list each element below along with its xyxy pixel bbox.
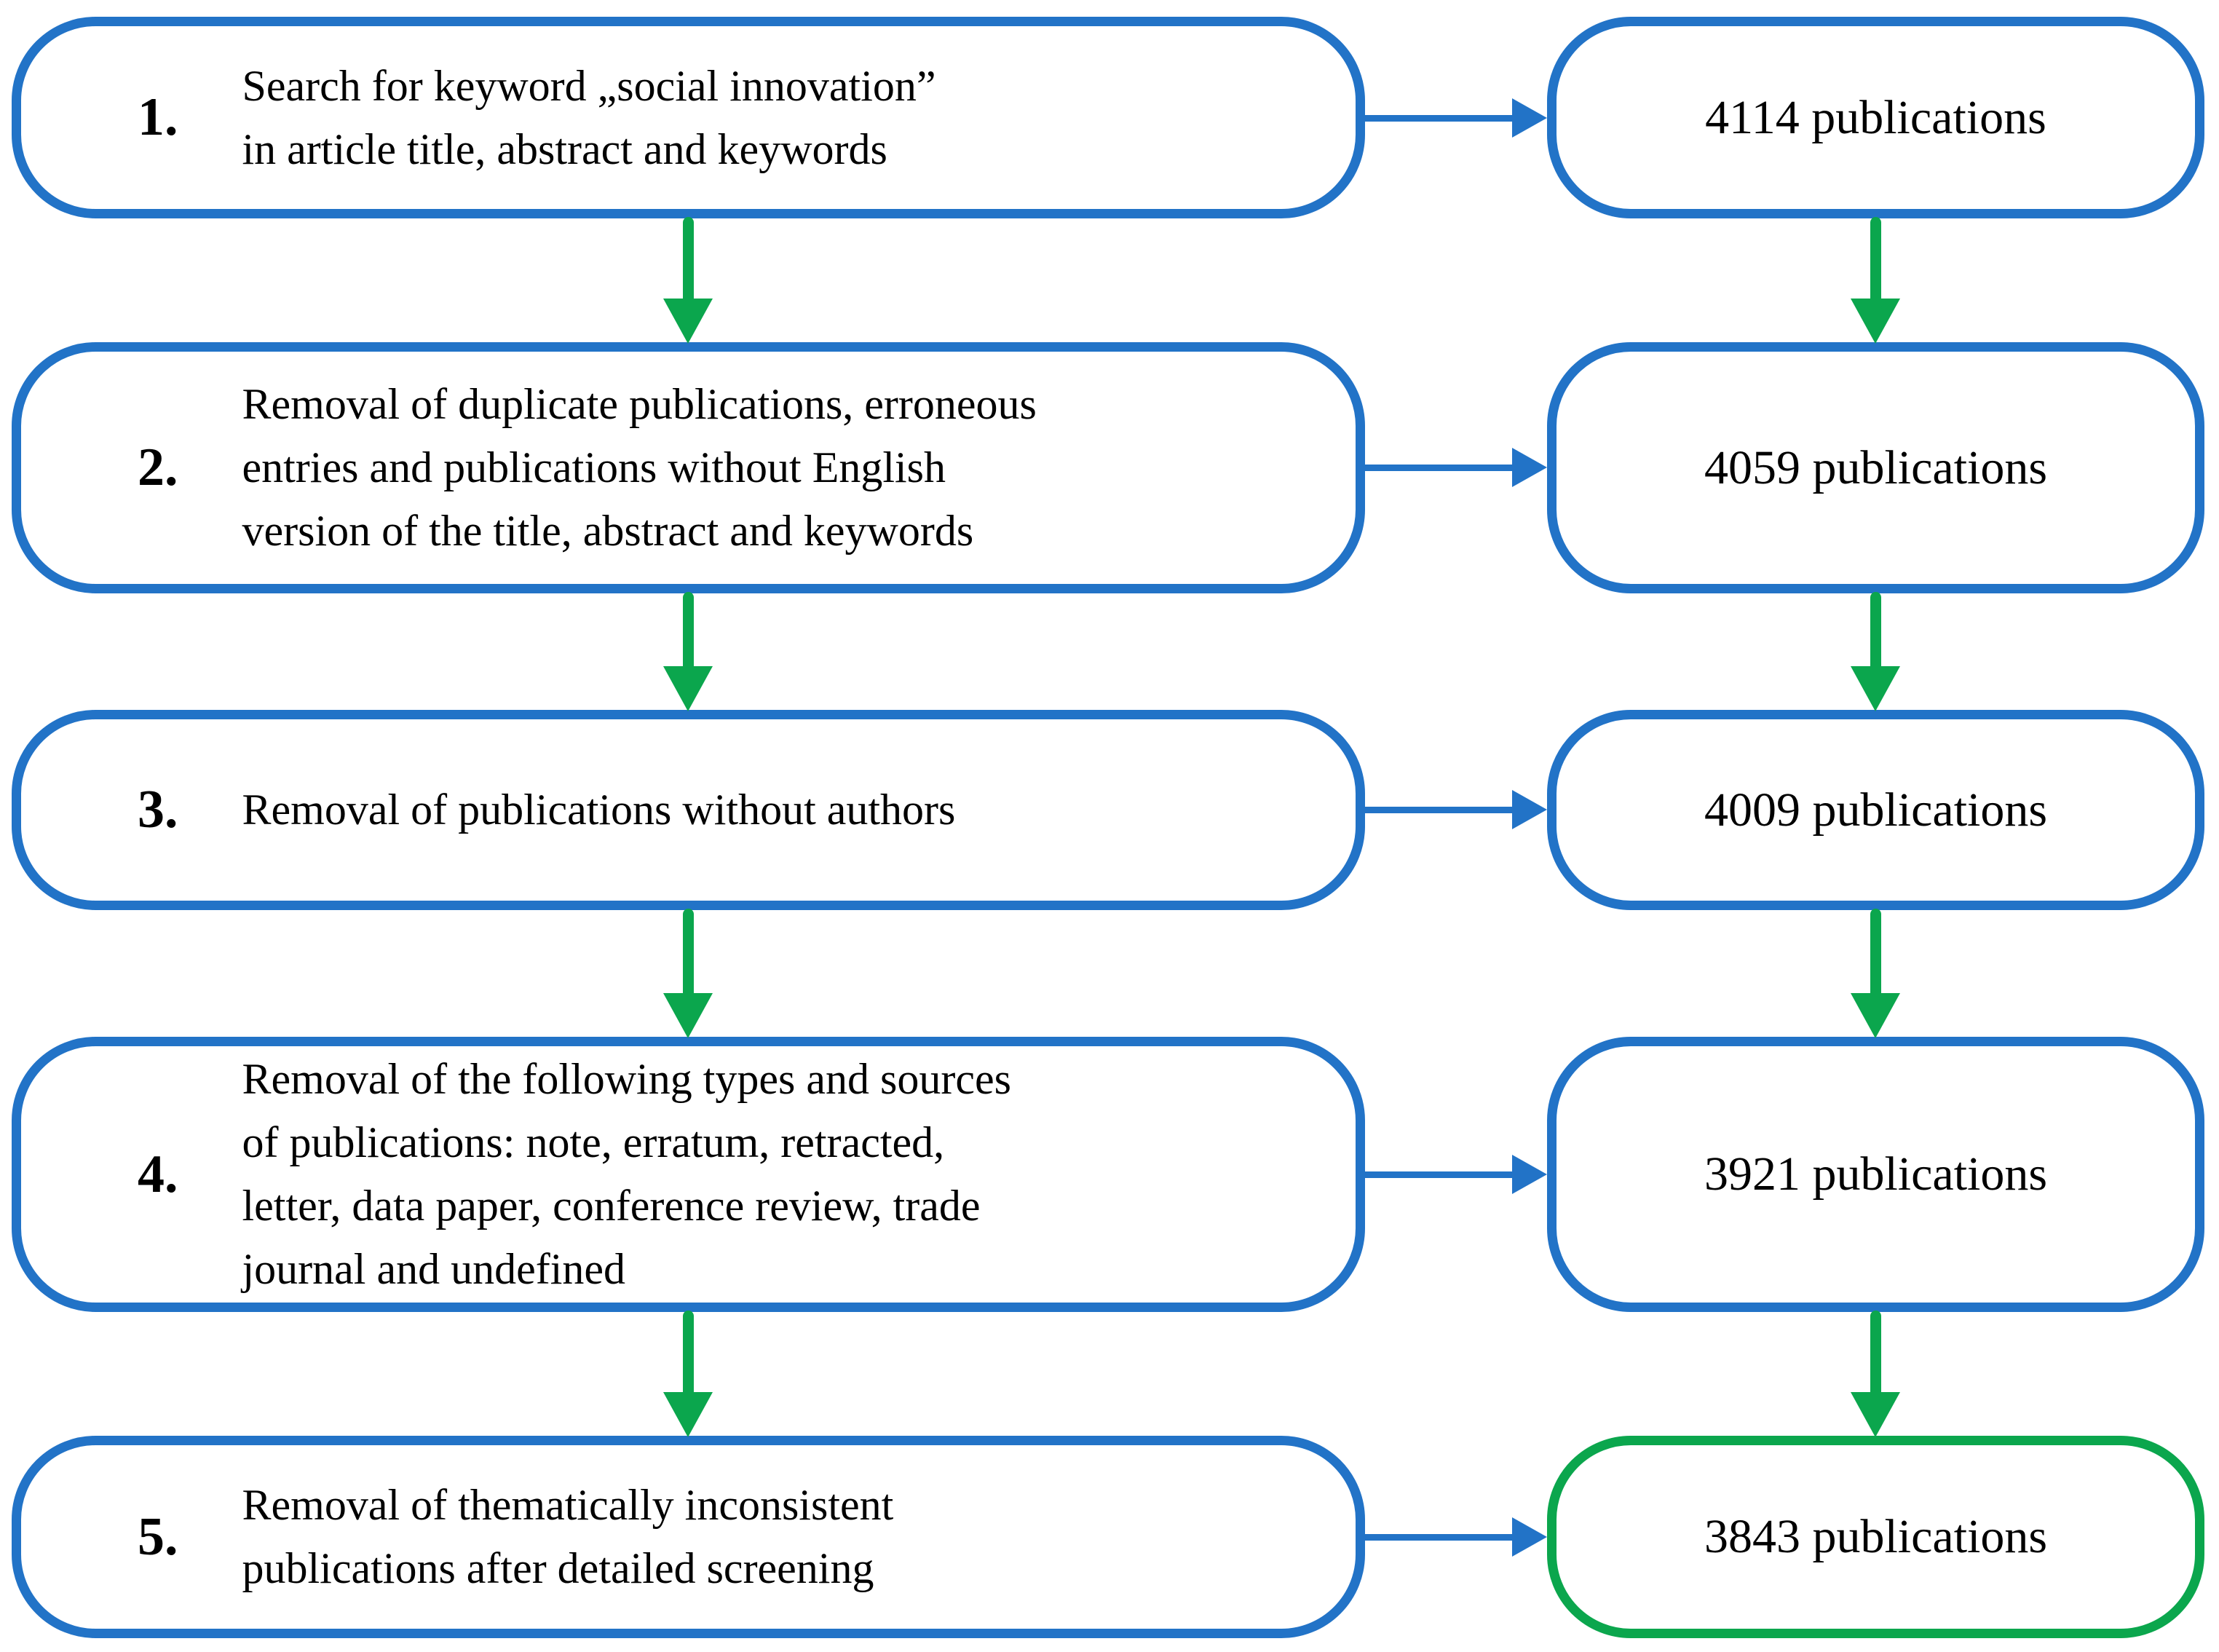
arrow-shaft: [1870, 217, 1881, 299]
arrow-right-icon: [1365, 430, 1547, 505]
result-label: 4009 publications: [1704, 783, 2048, 837]
arrow-shaft: [1870, 909, 1881, 993]
result-label: 3921 publications: [1704, 1147, 2048, 1201]
arrow-head: [1851, 1392, 1900, 1437]
arrow-shaft: [1365, 1171, 1512, 1178]
arrow-right-icon: [1365, 772, 1547, 847]
step-box-3: 3. Removal of publications without autho…: [12, 710, 1365, 910]
arrow-shaft: [1365, 114, 1512, 122]
step-box-4: 4. Removal of the following types and so…: [12, 1037, 1365, 1312]
arrow-head: [663, 993, 713, 1038]
arrow-head: [1851, 666, 1900, 711]
arrow-shaft: [682, 1311, 694, 1392]
result-box-1: 4114 publications: [1547, 17, 2204, 218]
arrow-head: [663, 299, 713, 344]
arrow-head: [1512, 1517, 1547, 1557]
step-number: 4.: [138, 1144, 178, 1204]
result-box-2: 4059 publications: [1547, 342, 2204, 593]
arrow-head: [1512, 1155, 1547, 1194]
step-number: 1.: [138, 87, 178, 147]
step-description: Removal of thematically inconsistent pub…: [242, 1481, 894, 1592]
arrow-head: [1512, 98, 1547, 138]
arrow-head: [663, 666, 713, 711]
arrow-down-icon: [662, 592, 713, 711]
arrow-down-icon: [662, 217, 713, 344]
step-box-1: 1. Search for keyword „social innovation…: [12, 17, 1365, 218]
arrow-down-icon: [1850, 592, 1901, 711]
result-box-3: 4009 publications: [1547, 710, 2204, 910]
arrow-head: [663, 1392, 713, 1437]
result-label: 3843 publications: [1704, 1510, 2048, 1563]
arrow-right-icon: [1365, 1499, 1547, 1575]
arrow-down-icon: [1850, 1311, 1901, 1437]
arrow-right-icon: [1365, 1137, 1547, 1212]
arrow-shaft: [1365, 464, 1512, 471]
arrow-shaft: [682, 909, 694, 993]
arrow-shaft: [1365, 1533, 1512, 1541]
arrow-down-icon: [1850, 909, 1901, 1038]
step-description: Search for keyword „social innovation” i…: [242, 61, 936, 173]
result-label: 4059 publications: [1704, 440, 2048, 494]
step-description: Removal of publications without authors: [242, 786, 956, 834]
arrow-down-icon: [662, 909, 713, 1038]
step-box-5: 5. Removal of thematically inconsistent …: [12, 1436, 1365, 1638]
arrow-head: [1512, 790, 1547, 829]
arrow-shaft: [682, 217, 694, 299]
step-description: Removal of duplicate publications, erron…: [242, 380, 1037, 555]
arrow-down-icon: [1850, 217, 1901, 344]
step-box-2: 2. Removal of duplicate publications, er…: [12, 342, 1365, 593]
step-number: 3.: [138, 780, 178, 839]
arrow-head: [1851, 993, 1900, 1038]
arrow-shaft: [1870, 592, 1881, 666]
arrow-shaft: [1365, 806, 1512, 813]
arrow-down-icon: [662, 1311, 713, 1437]
arrow-head: [1512, 448, 1547, 487]
arrow-shaft: [682, 592, 694, 666]
step-description: Removal of the following types and sourc…: [242, 1055, 1011, 1293]
result-label: 4114 publications: [1705, 90, 2046, 144]
arrow-right-icon: [1365, 80, 1547, 156]
step-number: 2.: [138, 438, 178, 497]
result-box-4: 3921 publications: [1547, 1037, 2204, 1312]
result-box-final: 3843 publications: [1547, 1436, 2204, 1638]
arrow-head: [1851, 299, 1900, 344]
arrow-shaft: [1870, 1311, 1881, 1392]
step-number: 5.: [138, 1506, 178, 1567]
